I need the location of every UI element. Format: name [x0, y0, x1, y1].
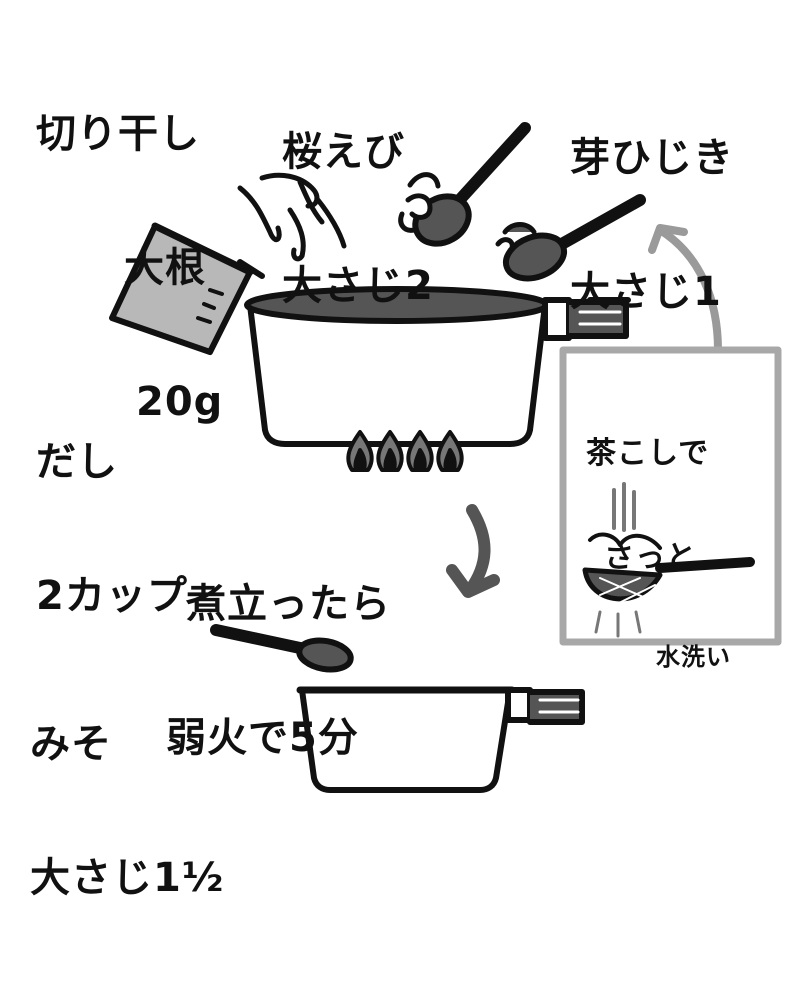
kiriboshi-name: 切り干し — [36, 110, 200, 157]
kiriboshi-name2: 大根 — [124, 244, 206, 291]
measuring-cup-icon — [109, 222, 265, 355]
note-line2: さっと — [604, 539, 697, 575]
note-line1: 茶こしで — [586, 436, 710, 471]
recipe-illustration: 切り干し 大根 20g 桜えび 大さじ2 芽ひじき 大さじ1 だし 2カップ 煮… — [30, 22, 782, 900]
bottom-pot-icon — [296, 686, 585, 793]
drawing — [109, 122, 782, 793]
label-step: 煮立ったら 弱火で5分 — [166, 492, 391, 850]
spoon-shrimp-icon — [398, 122, 531, 247]
miso-name: みそ — [30, 720, 112, 767]
dashi-amount: 2カップ — [36, 572, 188, 619]
step-line2: 弱火で5分 — [166, 714, 359, 761]
dried-radish-icon — [237, 172, 347, 262]
step-line1: 煮立ったら — [186, 580, 391, 627]
spoon-hijiki-icon — [495, 194, 646, 282]
label-mehijiki: 芽ひじき 大さじ1 — [570, 46, 734, 404]
label-note: 茶こしで さっと 水洗い — [586, 368, 731, 741]
label-kiriboshi: 切り干し 大根 20g — [36, 22, 223, 515]
mehijiki-amount: 大さじ1 — [570, 268, 722, 315]
label-miso: みそ 大さじ1½ — [30, 632, 224, 990]
miso-spoon-icon — [210, 624, 354, 673]
sakuraebi-amount: 大さじ2 — [282, 262, 434, 309]
kiriboshi-amount: 20g — [136, 379, 224, 426]
up-arrow-icon — [648, 224, 722, 354]
label-sakuraebi: 桜えび 大さじ2 — [282, 40, 434, 398]
mehijiki-name: 芽ひじき — [570, 134, 734, 181]
miso-amount: 大さじ1½ — [30, 854, 225, 901]
strainer-icon — [582, 482, 755, 638]
dashi-name: だし — [36, 438, 118, 485]
down-arrow-icon — [446, 504, 500, 598]
note-line3: 水洗い — [656, 643, 731, 671]
label-dashi: だし 2カップ — [36, 350, 188, 708]
sakuraebi-name: 桜えび — [282, 128, 405, 175]
pot-icon — [244, 286, 631, 447]
burner-flames-icon — [346, 430, 464, 472]
